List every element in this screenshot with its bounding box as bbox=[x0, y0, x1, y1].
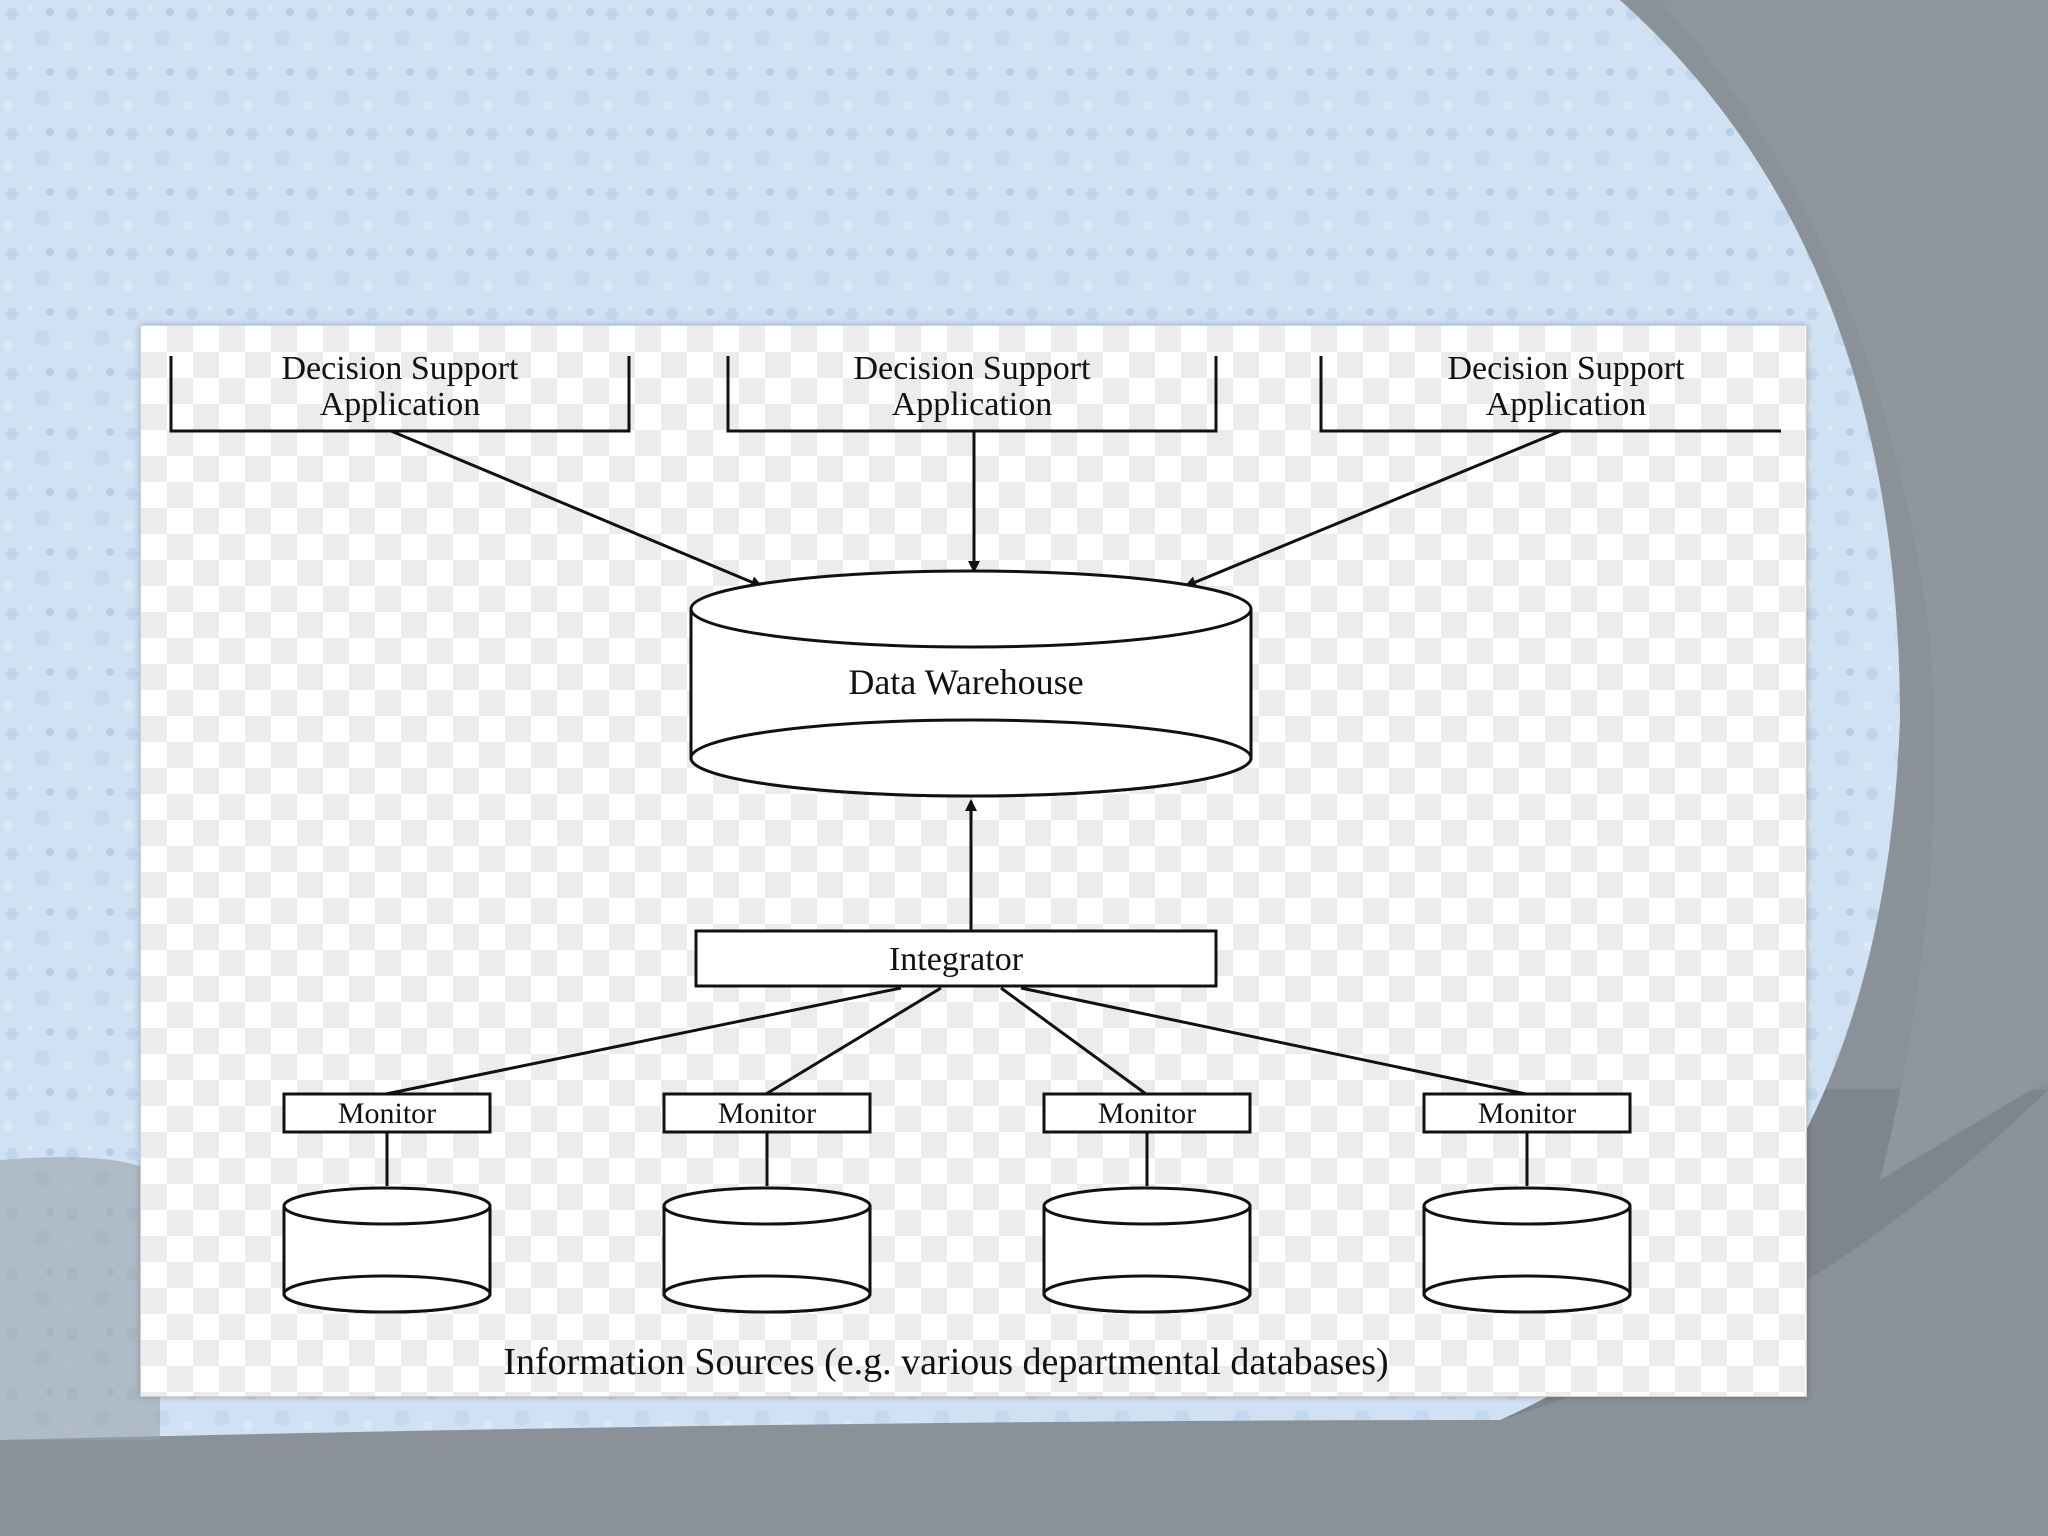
app-2-line2: Application bbox=[892, 386, 1053, 423]
data-warehouse-cylinder: Data Warehouse bbox=[689, 569, 1253, 798]
gray-band-bottom bbox=[0, 1090, 2048, 1536]
decision-support-app-2: Decision Support Application bbox=[726, 350, 1218, 433]
arrow-app3-to-warehouse bbox=[1184, 429, 1562, 588]
source-3: Monitor bbox=[1042, 1092, 1252, 1314]
link-integrator-monitor-1 bbox=[385, 986, 902, 1096]
monitor-3-label: Monitor bbox=[1098, 1097, 1196, 1130]
monitor-2-label: Monitor bbox=[718, 1097, 816, 1130]
app-3-line1: Decision Support bbox=[1447, 350, 1685, 387]
gray-arc-right bbox=[1660, 0, 2048, 1180]
information-sources-caption: Information Sources (e.g. various depart… bbox=[503, 1341, 1388, 1383]
data-warehouse-diagram: Decision Support Application Decision Su… bbox=[169, 350, 1781, 1383]
arrow-app1-to-warehouse bbox=[390, 429, 763, 588]
source-4: Monitor bbox=[1422, 1092, 1632, 1314]
integrator-label: Integrator bbox=[889, 941, 1024, 978]
app-2-line1: Decision Support bbox=[853, 350, 1091, 387]
app-1-line2: Application bbox=[320, 386, 481, 423]
monitor-1-label: Monitor bbox=[338, 1097, 436, 1130]
link-integrator-monitor-3 bbox=[1000, 986, 1147, 1096]
source-1: Monitor bbox=[282, 1092, 492, 1314]
source-2: Monitor bbox=[662, 1092, 872, 1314]
decision-support-app-1: Decision Support Application bbox=[169, 350, 631, 433]
monitor-4-label: Monitor bbox=[1478, 1097, 1576, 1130]
app-1-line1: Decision Support bbox=[281, 350, 519, 387]
app-3-line2: Application bbox=[1486, 386, 1647, 423]
link-integrator-monitor-2 bbox=[765, 986, 942, 1096]
integrator-box: Integrator bbox=[694, 929, 1218, 988]
diagram-frame: Decision Support Application Decision Su… bbox=[140, 325, 1807, 1397]
decision-support-app-3: Decision Support Application bbox=[1319, 350, 1781, 433]
gray-band-shadow bbox=[0, 1157, 160, 1440]
link-integrator-monitor-4 bbox=[1020, 986, 1527, 1096]
warehouse-label: Data Warehouse bbox=[848, 662, 1083, 702]
